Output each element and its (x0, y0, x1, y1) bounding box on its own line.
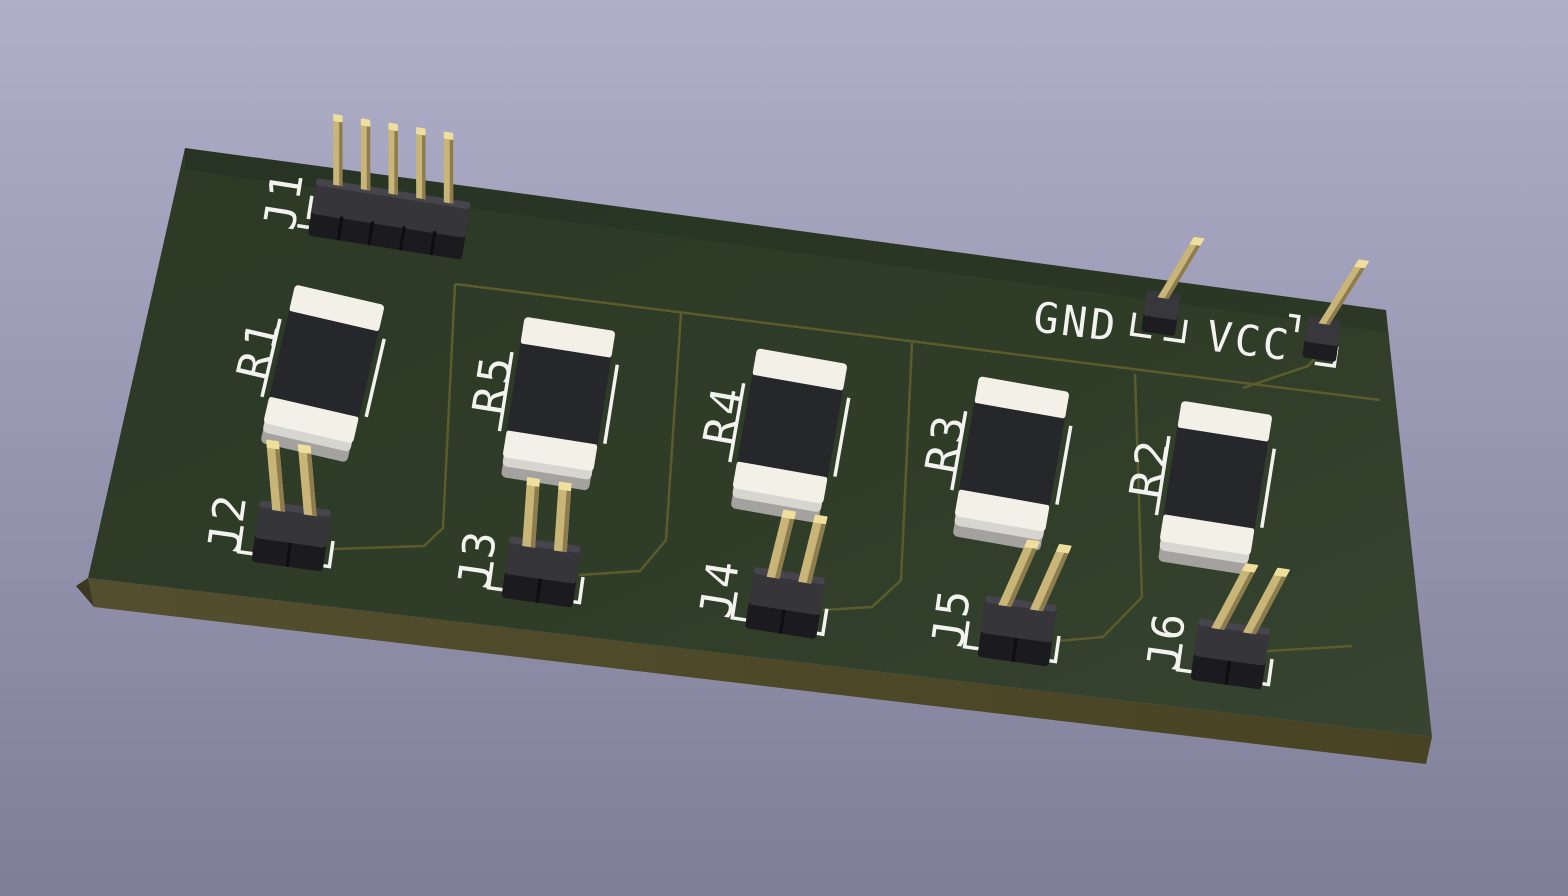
gold-pin (1211, 563, 1259, 630)
resistor-chip (501, 317, 615, 491)
gold-pin (333, 114, 343, 187)
gold-pin (998, 539, 1040, 607)
header-base-notches (336, 216, 437, 256)
silkscreen-courtyard-line (1154, 435, 1171, 516)
gold-pin (360, 118, 371, 191)
component-j1: J1 (255, 114, 471, 260)
silkscreen-courtyard-line (364, 338, 386, 418)
silkscreen-label-j6: J6 (1138, 606, 1197, 673)
zone-divider-j3 (578, 312, 683, 577)
component-r3: R3 (916, 376, 1073, 551)
header-base-notch (1011, 637, 1018, 662)
silkscreen-label-j2: J2 (199, 488, 258, 555)
silkscreen-bracket (1163, 319, 1188, 344)
silkscreen-label-j1: J1 (255, 165, 315, 233)
silkscreen-courtyard-line (603, 364, 620, 445)
header-base-top (311, 178, 471, 238)
gold-pin (1318, 259, 1369, 325)
component-r4: R4 (694, 348, 851, 523)
component-r2: R2 (1120, 401, 1277, 575)
component-r1: R1 (227, 285, 386, 462)
silkscreen-courtyard-line (833, 397, 851, 477)
gold-pin (522, 477, 540, 548)
header-pins (333, 114, 454, 204)
component-j4: J4 (690, 509, 829, 639)
component-j3: J3 (449, 477, 585, 608)
header-base-front (308, 210, 466, 260)
component-r5: R5 (463, 317, 620, 491)
header-base-top (1304, 316, 1342, 346)
gold-pin (798, 514, 828, 584)
silkscreen-courtyard-line (497, 351, 514, 432)
gold-pin (766, 509, 796, 579)
component-j5: J5 (923, 539, 1072, 667)
resistor-chip (953, 376, 1069, 551)
silkscreen-courtyard-line (728, 383, 746, 463)
zone-outline-left-j2 (332, 283, 457, 551)
gold-pin (416, 127, 426, 200)
gold-pin (266, 439, 286, 512)
silkscreen-courtyard-line (950, 411, 968, 491)
trace-vcc-branch (1242, 355, 1318, 390)
silkscreen-courtyard-line (1260, 448, 1277, 529)
zone-outline-top (454, 282, 1381, 402)
gold-pin (1029, 544, 1072, 612)
board-left-corner-face (76, 578, 94, 607)
board-bottom-edge-face (88, 578, 1432, 764)
silkscreen-label-vcc: VCC (1204, 311, 1294, 370)
zone-divider-j5 (1056, 373, 1144, 643)
component-j6: J6 (1138, 563, 1290, 690)
component-gnd-pin (1129, 236, 1205, 344)
silkscreen-label-gnd: GND (1031, 292, 1121, 351)
header-base-notch (778, 609, 786, 634)
resistor-chip (1158, 401, 1272, 575)
copper-zone-outlines (332, 282, 1381, 653)
silkscreen-courtyard-line (260, 318, 282, 398)
gold-pin (1157, 236, 1205, 299)
component-vcc-pin (1288, 259, 1369, 368)
board-top-edge-shade (185, 148, 1386, 332)
header-base-notch (285, 542, 292, 567)
component-j2: J2 (199, 439, 335, 572)
silkscreen-label-j5: J5 (923, 583, 982, 650)
resistor-chip (731, 348, 847, 523)
silkscreen-courtyard-line (1055, 425, 1073, 505)
trace-j6 (1266, 644, 1353, 653)
header-base-notch (535, 578, 542, 603)
header-base-top (1143, 290, 1181, 320)
silkscreen-bracket (1288, 313, 1301, 333)
gold-pin (388, 122, 398, 195)
header-base-notch (1224, 660, 1231, 685)
gold-pin (553, 481, 572, 553)
gold-pin (443, 131, 454, 204)
gold-pin (1242, 567, 1290, 635)
silkscreen-bracket (1129, 312, 1152, 339)
zone-divider-j4 (822, 342, 914, 612)
silkscreen-label-j3: J3 (449, 524, 508, 591)
gold-pin (297, 444, 317, 517)
silkscreen-label-j4: J4 (690, 553, 750, 621)
resistor-chip (261, 285, 384, 462)
